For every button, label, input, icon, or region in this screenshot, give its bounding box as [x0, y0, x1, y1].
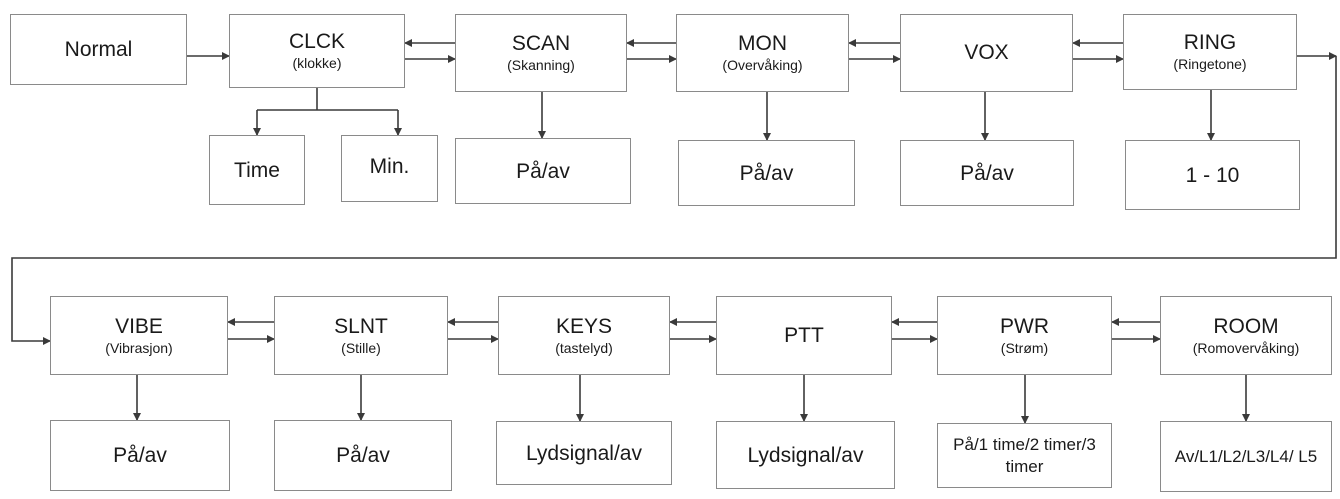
- keys-label: KEYS: [555, 314, 613, 338]
- room-label: ROOM: [1213, 314, 1279, 338]
- ptt-value: Lydsignal/av: [747, 443, 864, 467]
- slnt-label: SLNT: [334, 314, 388, 338]
- normal-box: Normal: [10, 14, 187, 85]
- clck-label: CLCK: [288, 30, 346, 53]
- pwr-box: PWR (Strøm): [937, 296, 1112, 375]
- time-value-box: Time: [209, 135, 305, 205]
- ring-value: 1 - 10: [1185, 163, 1240, 187]
- slnt-value: På/av: [336, 444, 390, 467]
- ring-label: RING: [1183, 31, 1237, 54]
- normal-label: Normal: [64, 37, 133, 61]
- keys-value-box: Lydsignal/av: [496, 421, 672, 485]
- vibe-label: VIBE: [115, 314, 163, 338]
- vox-value: På/av: [960, 161, 1014, 185]
- keys-box: KEYS (tastelyd): [498, 296, 670, 375]
- room-box: ROOM (Romovervåking): [1160, 296, 1332, 375]
- ptt-label: PTT: [784, 323, 824, 347]
- vox-box: VOX: [900, 14, 1073, 92]
- scan-label: SCAN: [511, 32, 571, 55]
- pwr-label: PWR: [1000, 314, 1049, 338]
- vox-label: VOX: [964, 41, 1009, 64]
- keys-sublabel: (tastelyd): [555, 339, 613, 356]
- slnt-value-box: På/av: [274, 420, 452, 491]
- room-value: Av/L1/L2/L3/L4/ L5: [1174, 446, 1318, 466]
- room-sublabel: (Romovervåking): [1192, 339, 1300, 356]
- pwr-value-box: På/1 time/2 timer/3 timer: [937, 423, 1112, 488]
- slnt-sublabel: (Stille): [341, 339, 381, 356]
- vibe-box: VIBE (Vibrasjon): [50, 296, 228, 375]
- vibe-value: På/av: [113, 444, 167, 467]
- scan-value-box: På/av: [455, 138, 631, 204]
- mon-value: På/av: [739, 161, 794, 185]
- min-value-box: Min.: [341, 135, 438, 202]
- room-value-box: Av/L1/L2/L3/L4/ L5: [1160, 421, 1332, 492]
- mon-sublabel: (Overvåking): [722, 57, 803, 73]
- min-value: Min.: [369, 155, 410, 178]
- ring-value-box: 1 - 10: [1125, 140, 1300, 210]
- clck-sublabel: (klokke): [292, 55, 342, 71]
- mon-label: MON: [738, 32, 787, 55]
- time-value: Time: [234, 158, 280, 182]
- scan-value: På/av: [516, 159, 570, 183]
- vibe-value-box: På/av: [50, 420, 230, 491]
- vibe-sublabel: (Vibrasjon): [105, 339, 173, 356]
- mon-value-box: På/av: [678, 140, 855, 206]
- ptt-value-box: Lydsignal/av: [716, 421, 895, 489]
- mon-box: MON (Overvåking): [676, 14, 849, 92]
- ptt-box: PTT: [716, 296, 892, 375]
- scan-sublabel: (Skanning): [507, 57, 575, 73]
- scan-box: SCAN (Skanning): [455, 14, 627, 92]
- keys-value: Lydsignal/av: [526, 441, 642, 465]
- ring-box: RING (Ringetone): [1123, 14, 1297, 90]
- vox-value-box: På/av: [900, 140, 1074, 206]
- slnt-box: SLNT (Stille): [274, 296, 448, 375]
- pwr-sublabel: (Strøm): [1000, 339, 1049, 356]
- clck-box: CLCK (klokke): [229, 14, 405, 88]
- wrap-line: [11, 56, 1337, 345]
- ring-sublabel: (Ringetone): [1173, 56, 1247, 72]
- pwr-value: På/1 time/2 timer/3 timer: [953, 434, 1096, 476]
